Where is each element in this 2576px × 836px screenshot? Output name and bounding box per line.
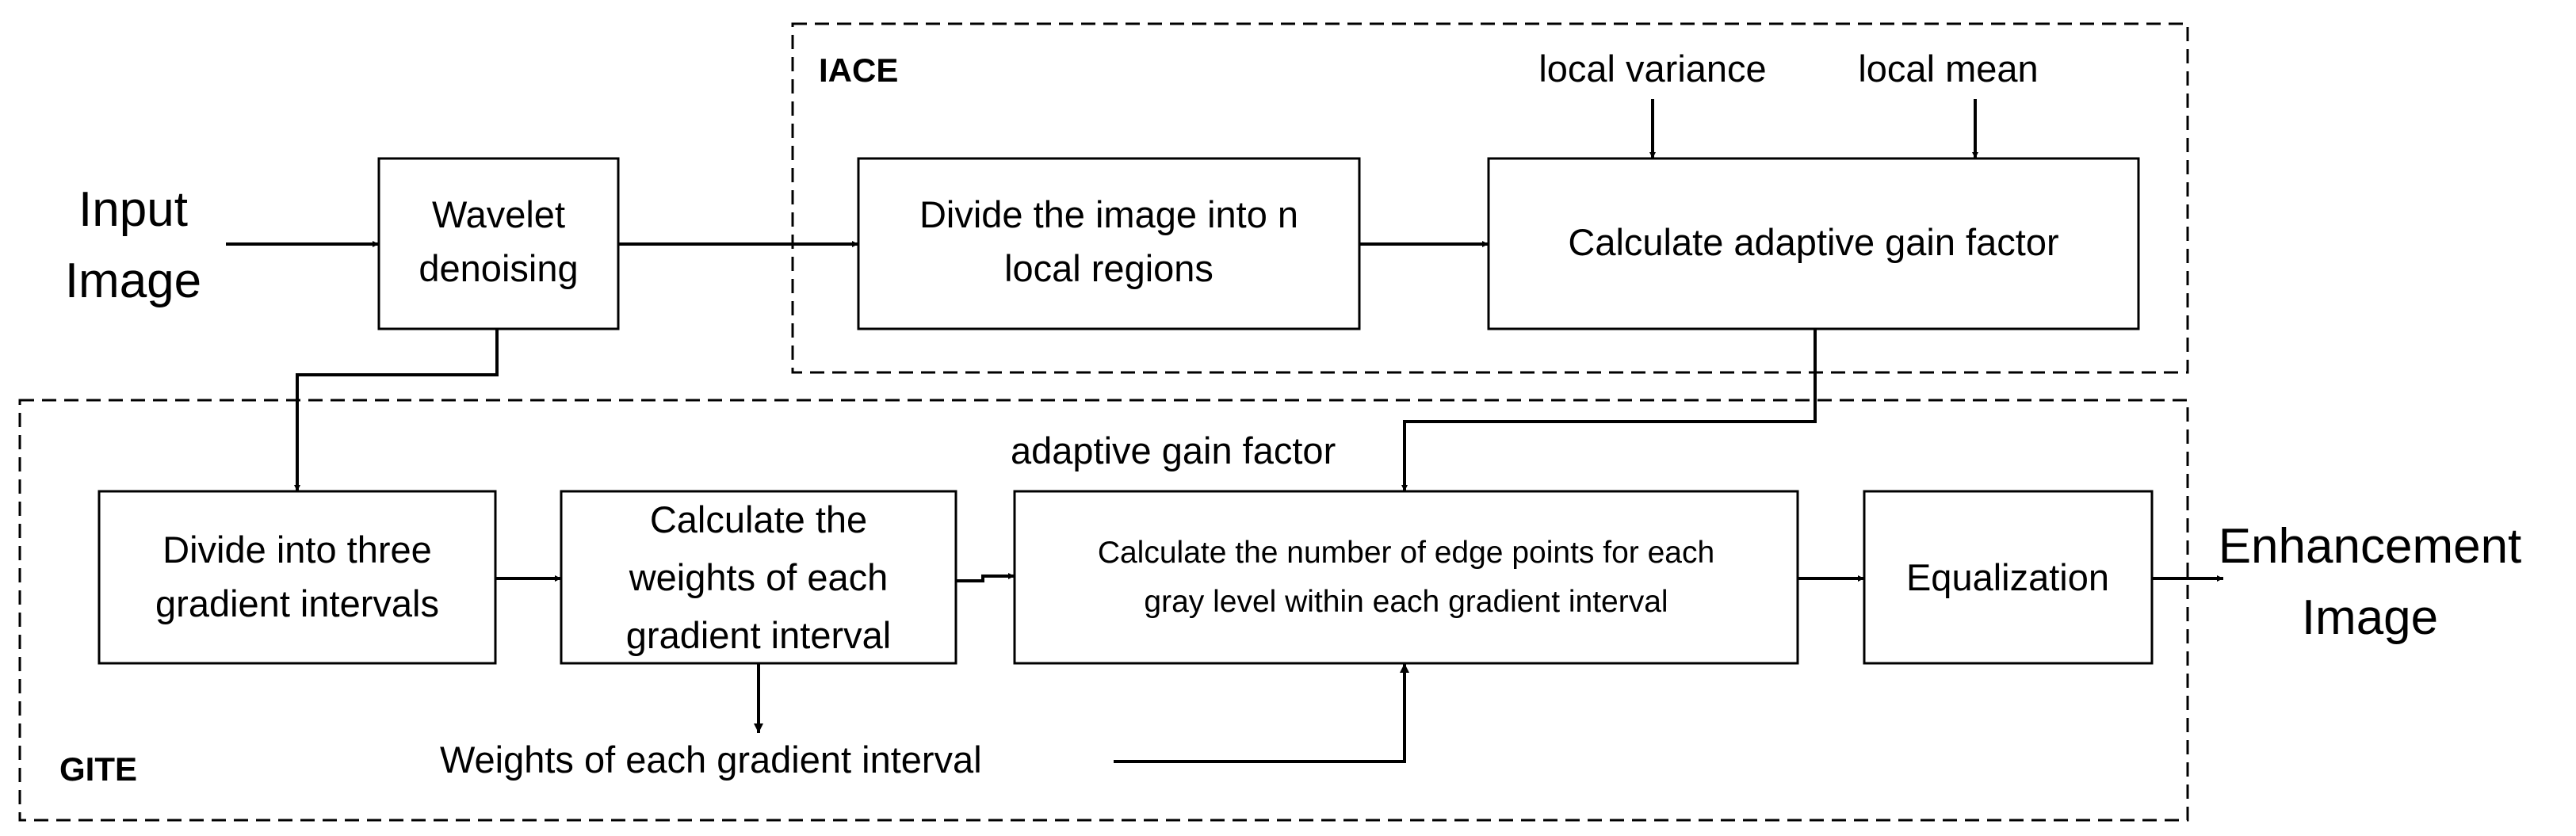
edge-points-label-line2: gray level within each gradient interval xyxy=(1144,585,1668,619)
divide-regions-label-line1: Divide the image into n xyxy=(919,193,1298,235)
iace-group-title: IACE xyxy=(819,52,898,89)
wavelet-denoising-box xyxy=(377,157,620,330)
edge-points-box xyxy=(1013,490,1799,665)
input-image-label-line1: Input xyxy=(78,182,188,237)
adaptive-gain-factor-label: adaptive gain factor xyxy=(1011,429,1336,471)
arrow-weights-to-edge xyxy=(956,573,1015,582)
gite-group-title: GITE xyxy=(59,750,137,788)
weights-label-line1: Calculate the xyxy=(650,498,867,540)
arrow-gain-to-edge xyxy=(1401,329,1817,491)
weights-label-line2: weights of each xyxy=(629,556,889,598)
weights-label-line3: gradient interval xyxy=(626,614,891,656)
wavelet-box-label-line1: Wavelet xyxy=(432,193,565,235)
divide-regions-label-line2: local regions xyxy=(1004,247,1213,289)
edge-points-label-line1: Calculate the number of edge points for … xyxy=(1098,536,1714,570)
three-intervals-label-line2: gradient intervals xyxy=(155,582,439,624)
enhancement-image-label-line1: Enhancement xyxy=(2219,519,2522,574)
weights-of-each-interval-label: Weights of each gradient interval xyxy=(440,739,982,781)
divide-regions-box xyxy=(857,157,1361,330)
arrow-weights-label-to-edge xyxy=(1114,663,1409,763)
equalization-label: Equalization xyxy=(1906,556,2109,598)
gain-factor-label: Calculate adaptive gain factor xyxy=(1568,221,2058,263)
local-variance-label: local variance xyxy=(1538,48,1766,90)
iace-group-border xyxy=(791,22,2189,374)
input-image-label-line2: Image xyxy=(65,254,201,308)
local-mean-label: local mean xyxy=(1858,48,2038,90)
wavelet-box-label-line2: denoising xyxy=(419,247,578,289)
gain-factor-box xyxy=(1487,157,2140,330)
three-intervals-box xyxy=(97,490,497,665)
three-intervals-label-line1: Divide into three xyxy=(162,529,432,571)
gite-group-border xyxy=(18,399,2189,822)
enhancement-image-label-line2: Image xyxy=(2302,590,2438,645)
arrow-wavelet-to-intervals xyxy=(294,329,499,491)
